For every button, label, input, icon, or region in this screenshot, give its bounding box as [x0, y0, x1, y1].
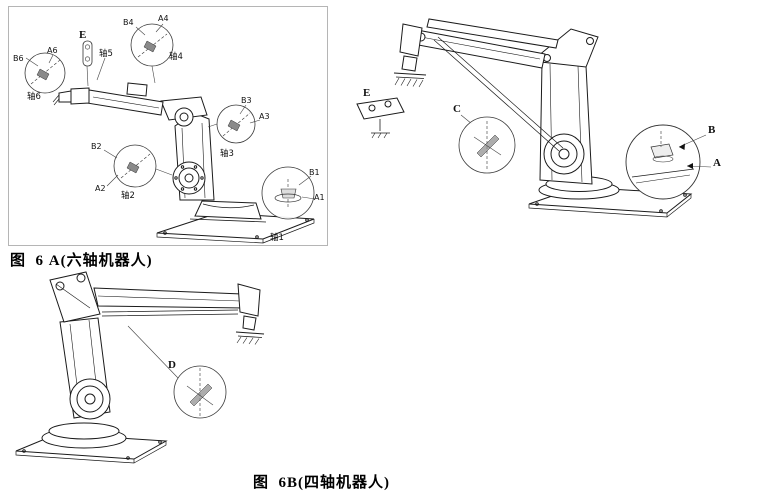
callout-axis6 [24, 52, 66, 94]
e-bracket-part [356, 97, 405, 139]
label-axis4: 轴4 [169, 51, 183, 62]
robot-arm [86, 82, 164, 116]
robot-wrist-flange [235, 283, 265, 345]
label-a4: A4 [158, 14, 169, 23]
label-a: A [713, 157, 721, 169]
panel-labels: B6 A6 轴6 E 轴5 B4 A4 轴4 B3 A3 轴3 B2 A2 轴2… [13, 14, 325, 243]
robot-top-linkage [537, 28, 599, 68]
label-a2: A2 [95, 184, 106, 193]
callout-d [127, 325, 227, 419]
label-b2: B2 [91, 142, 102, 151]
label-a6: A6 [47, 46, 58, 55]
robot-axis2-motor [172, 161, 206, 195]
bottom-panel-labels: D [168, 359, 176, 371]
robot-turntable [41, 422, 127, 449]
label-b1: B1 [309, 168, 320, 177]
figure-6b-panel: D [10, 262, 350, 477]
label-e: E [363, 87, 370, 99]
right-panel-labels: E C B A [363, 87, 721, 169]
robot-joint-motor [69, 378, 111, 420]
label-c: C [453, 103, 461, 115]
figure-6a-left-panel: B6 A6 轴6 E 轴5 B4 A4 轴4 B3 A3 轴3 B2 A2 轴2… [8, 6, 328, 246]
palletizer-robot-drawing: E C B A [356, 18, 721, 218]
e-part-detail [82, 40, 93, 87]
four-axis-robot-drawing: D [15, 271, 265, 464]
label-b4: B4 [123, 18, 134, 27]
label-b6: B6 [13, 54, 24, 63]
label-d: D [168, 359, 176, 371]
label-axis5: 轴5 [99, 48, 113, 59]
label-axis3: 轴3 [220, 148, 234, 159]
robot-wrist-flange [52, 87, 90, 106]
arrowhead-a [687, 163, 693, 169]
label-e-part: E [79, 29, 86, 41]
label-axis2: 轴2 [121, 190, 135, 201]
callout-axis1 [261, 166, 315, 220]
robot-shoulder [160, 96, 208, 127]
label-a3: A3 [259, 112, 270, 121]
label-a1: A1 [314, 193, 325, 202]
robot-base [189, 200, 267, 223]
leader-lines [25, 23, 316, 200]
label-axis1: 轴1 [270, 232, 284, 243]
callout-c [458, 114, 516, 174]
label-b: B [708, 124, 716, 136]
callout-axis3 [207, 104, 256, 144]
robot-four-axis [15, 271, 265, 464]
callout-circles [24, 23, 315, 220]
label-b3: B3 [241, 96, 252, 105]
robot-wrist-flange [393, 23, 427, 88]
robot-palletizer [356, 18, 693, 218]
robot-forearm [93, 287, 245, 317]
label-axis6: 轴6 [27, 91, 41, 102]
six-axis-robot-drawing: B6 A6 轴6 E 轴5 B4 A4 轴4 B3 A3 轴3 B2 A2 轴2… [13, 14, 325, 244]
robot-joint-motor [543, 133, 585, 175]
figure-6b-caption: 图 6B(四轴机器人) [253, 475, 390, 491]
robot-six-axis [52, 82, 315, 244]
robot-top-linkage [49, 271, 101, 323]
figure-6a-caption: 图 6 A(六轴机器人) [10, 253, 153, 269]
arrowhead-b [679, 143, 685, 150]
figure-6a-right-panel: E C B A [333, 4, 733, 239]
callout-axis2 [113, 144, 173, 188]
callout-axis4 [130, 23, 174, 84]
callout-ab [625, 124, 712, 200]
